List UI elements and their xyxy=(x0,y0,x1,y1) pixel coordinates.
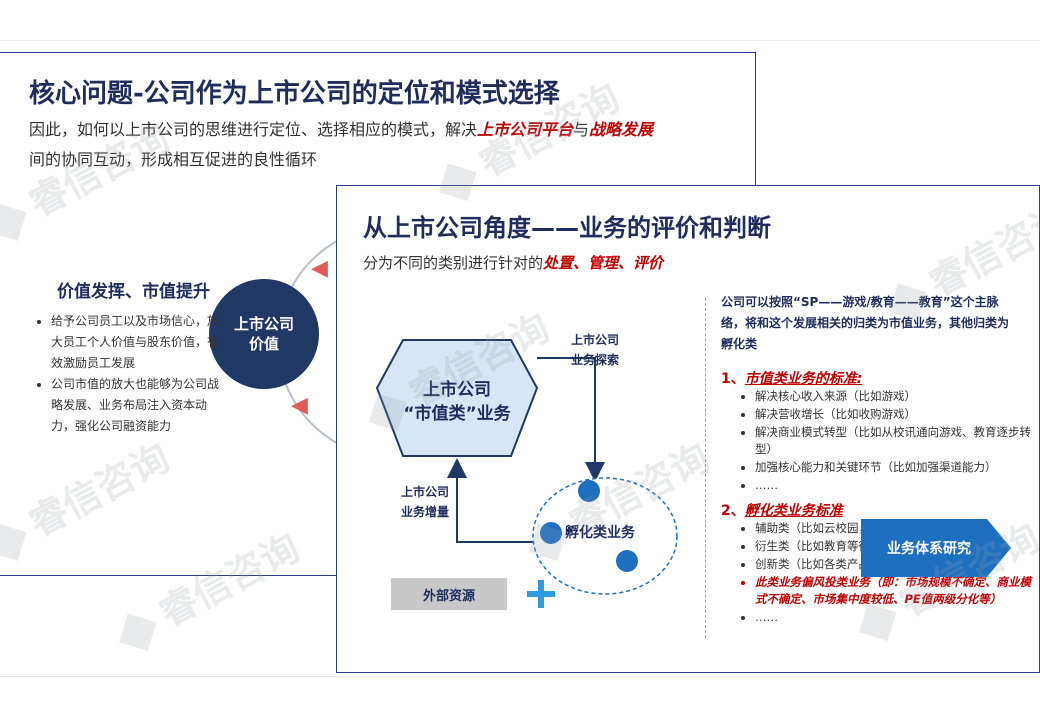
subtitle-highlight: 处置、管理、评价 xyxy=(543,254,664,272)
section1-heading: 1、市值类业务的标准: xyxy=(721,368,862,388)
listed-company-value-circle: 上市公司价值 xyxy=(209,279,319,389)
plus-icon xyxy=(527,580,555,608)
vertical-divider xyxy=(705,298,706,638)
section-title: 市值类业务的标准: xyxy=(744,371,863,387)
incubation-ellipse xyxy=(532,477,678,595)
front-slide-subtitle: 分为不同的类别进行针对的处置、管理、评价 xyxy=(363,252,663,273)
list-item: 给予公司员工以及市场信心，放大员工个人价值与股东价值，有效激励员工发展 xyxy=(51,311,221,374)
business-system-research-button[interactable]: 业务体系研究 xyxy=(887,541,971,557)
external-resources-box: 外部资源 xyxy=(391,578,507,610)
subtitle-highlight-strategy: 战略发展 xyxy=(589,120,654,139)
subtitle-text-mid: 与 xyxy=(573,120,590,139)
market-value-business-label: 上市公司 “市值类”业务 xyxy=(403,380,511,424)
list-item: …… xyxy=(755,477,1035,494)
section1-list: 解决核心收入来源（比如游戏） 解决营收增长（比如收购游戏） 解决商业模式转型（比… xyxy=(735,388,1035,495)
bottom-divider xyxy=(0,676,1040,677)
list-item-highlight: 此类业务偏风投类业务（即：市场规模不确定、商业模式不确定、市场集中度较低、PE值… xyxy=(755,574,1035,608)
core-label: 上市公司价值 xyxy=(233,315,294,353)
list-item: 创新类（比如各类产品 xyxy=(755,556,1035,573)
incubation-business-label: 孵化类业务 xyxy=(565,525,635,541)
business-increase-label: 上市公司 业务增量 xyxy=(401,485,450,519)
section-number: 1、 xyxy=(721,371,745,387)
cycle-arrow-icon-2: ◀ xyxy=(291,393,308,418)
list-item: …… xyxy=(755,609,1035,626)
subtitle-text: 因此，如何以上市公司的思维进行定位、选择相应的模式，解决 xyxy=(29,120,478,139)
front-slide[interactable]: 从上市公司角度——业务的评价和判断 分为不同的类别进行针对的处置、管理、评价 上… xyxy=(336,185,1040,673)
list-item: 解决核心收入来源（比如游戏） xyxy=(755,388,1035,405)
section-title: 孵化类业务标准 xyxy=(744,503,843,519)
back-slide-subtitle: 因此，如何以上市公司的思维进行定位、选择相应的模式，解决上市公司平台与战略发展间… xyxy=(29,115,729,175)
top-divider xyxy=(0,40,1040,41)
business-explore-label: 上市公司 业务探索 xyxy=(571,333,620,367)
list-item: 解决商业模式转型（比如从校讯通向游戏、教育逐步转型） xyxy=(755,424,1035,458)
cycle-arrow-icon: ◀ xyxy=(311,256,328,281)
incubation-dot xyxy=(540,522,562,544)
list-item: 衍生类（比如教育等衍 xyxy=(755,538,1035,555)
section-number: 2、 xyxy=(721,503,745,519)
intro-text: 公司可以按照“SP——游戏/教育——教育”这个主脉络，将和这个发展相关的归类为市… xyxy=(721,295,1010,351)
increase-arrow xyxy=(447,458,535,543)
business-diagram xyxy=(375,339,678,595)
chevron-arrow-icon xyxy=(861,519,1011,577)
subtitle-text-2: 间的协同互动，形成相互促进的良性循环 xyxy=(29,150,318,169)
front-slide-title: 从上市公司角度——业务的评价和判断 xyxy=(363,214,771,242)
list-item: 加强核心能力和关键环节（比如加强渠道能力） xyxy=(755,459,1035,476)
list-item: 辅助类（比如云校园， xyxy=(755,520,1035,537)
subtitle-highlight-platform: 上市公司平台 xyxy=(477,120,574,139)
incubation-dot xyxy=(616,550,638,572)
market-value-hexagon xyxy=(375,339,539,457)
subtitle-text: 分为不同的类别进行针对的 xyxy=(363,254,544,272)
section2-heading: 2、孵化类业务标准 xyxy=(721,500,843,520)
value-list: 给予公司员工以及市场信心，放大员工个人价值与股东价值，有效激励员工发展 公司市值… xyxy=(37,311,221,437)
incubation-dot xyxy=(578,480,600,502)
list-item: 解决营收增长（比如收购游戏） xyxy=(755,406,1035,423)
list-item: 公司市值的放大也能够为公司战略发展、业务布局注入资本动力，强化公司融资能力 xyxy=(51,374,221,437)
explore-arrow xyxy=(537,357,605,482)
section2-list: 辅助类（比如云校园， 衍生类（比如教育等衍 创新类（比如各类产品 此类业务偏风投… xyxy=(735,520,1035,627)
back-slide-title: 核心问题-公司作为上市公司的定位和模式选择 xyxy=(29,79,560,109)
value-section-title: 价值发挥、市值提升 xyxy=(57,282,210,302)
